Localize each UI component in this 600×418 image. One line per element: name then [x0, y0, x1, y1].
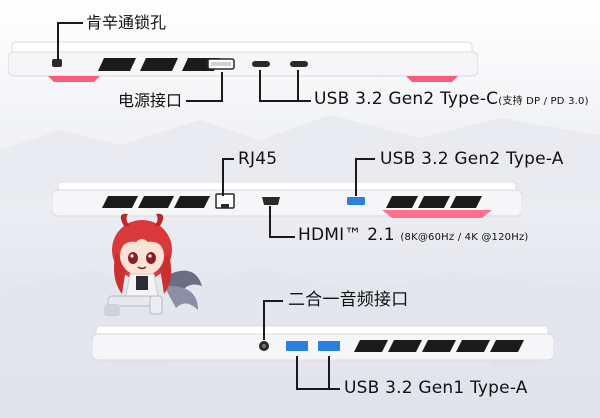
usb-a-port-icon	[318, 341, 340, 351]
leader-usbc-h	[259, 100, 311, 102]
label-hdmi-main: HDMI™ 2.1	[298, 225, 395, 245]
leader-rj45	[222, 158, 224, 196]
usb-c-port-icon	[290, 61, 308, 67]
label-hdmi: HDMI™ 2.1 (8K@60Hz / 4K @120Hz)	[298, 226, 529, 247]
label-usbc-main: USB 3.2 Gen2 Type-C	[314, 89, 499, 109]
label-usba-gen2: USB 3.2 Gen2 Type-A	[380, 149, 564, 169]
leader-usba-gen1-h	[296, 388, 340, 390]
leader-usbc-a	[259, 70, 261, 102]
leader-usbc-b	[297, 70, 299, 102]
vent-grille-icon	[98, 58, 220, 71]
usb-a-port-icon	[286, 341, 308, 351]
leader-usba-gen1-b	[328, 356, 330, 390]
anime-mascot-girl-icon	[104, 213, 202, 316]
leader-audio	[263, 300, 265, 340]
usb-a-port-icon	[347, 197, 365, 205]
laptop-left-side-2	[92, 325, 554, 366]
label-usbc: USB 3.2 Gen2 Type-C(支持 DP / PD 3.0)	[314, 90, 589, 111]
leader-usba-gen1-a	[296, 356, 298, 390]
leader-audio-h	[263, 300, 283, 302]
label-kensington: 肯辛通锁孔	[86, 13, 167, 32]
label-rj45: RJ45	[238, 149, 278, 169]
leader-usba-gen2-h	[355, 158, 375, 160]
laptop-left-side	[8, 41, 478, 82]
label-audio: 二合一音频接口	[288, 290, 409, 310]
kensington-lock-icon	[52, 59, 62, 67]
leader-usba-gen2	[355, 158, 357, 196]
vent-grille-icon	[102, 196, 482, 208]
leader-kensington	[57, 22, 59, 60]
hdmi-port-icon	[262, 197, 280, 205]
label-dc-in: 电源接口	[118, 91, 183, 110]
label-usba-gen1: USB 3.2 Gen1 Type-A	[344, 378, 528, 398]
usb-c-port-icon	[252, 61, 270, 67]
vent-grille-icon	[354, 340, 524, 352]
label-hdmi-note: (8K@60Hz / 4K @120Hz)	[400, 232, 529, 243]
leader-dc-in	[221, 72, 223, 102]
label-usbc-note: (支持 DP / PD 3.0)	[498, 96, 589, 107]
leader-hdmi	[269, 206, 271, 238]
leader-rj45-h	[222, 158, 234, 160]
leader-hdmi-h	[269, 236, 295, 238]
laptop-right-side	[52, 181, 522, 218]
leader-dc-in-h	[186, 100, 223, 102]
leader-kensington-h	[57, 22, 83, 24]
